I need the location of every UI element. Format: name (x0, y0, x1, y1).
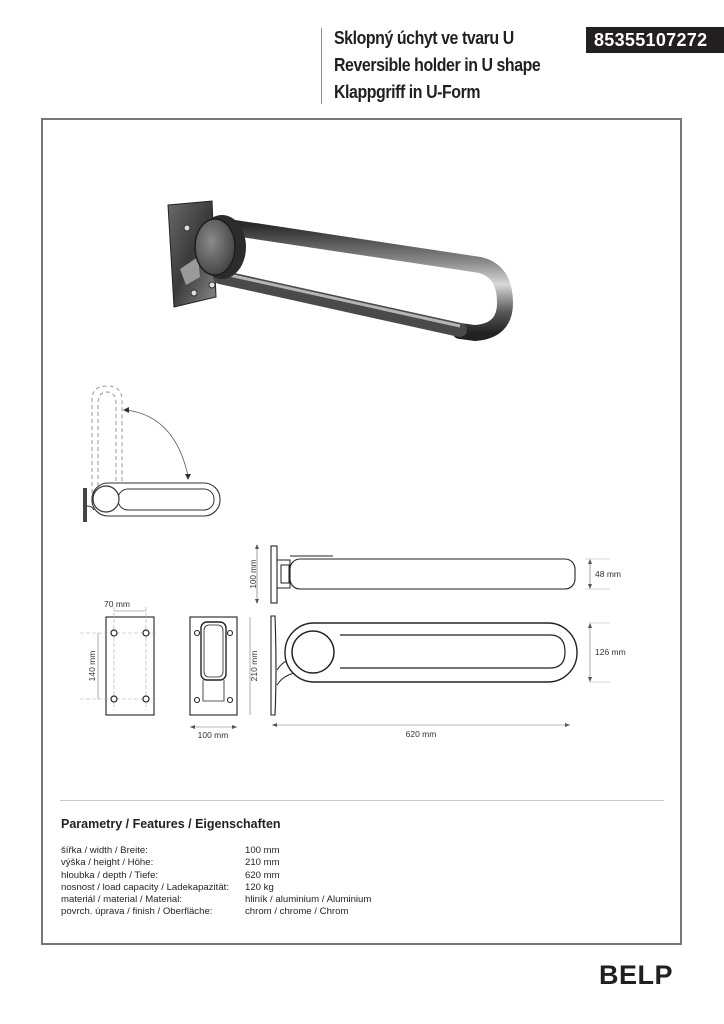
param-label: nosnost / load capacity / Ladekapazität: (61, 881, 229, 893)
param-label: šířka / width / Breite: (61, 845, 148, 856)
parameters-table: šířka / width / Breite: 100 mm výška / h… (61, 845, 371, 919)
front-plate-view: 210 mm 100 mm (189, 616, 259, 740)
param-value: 620 mm (245, 869, 280, 881)
title-divider-bar (321, 28, 322, 104)
param-value: hliník / aluminium / Aluminium (245, 894, 372, 906)
param-label: výška / height / Höhe: (61, 857, 154, 869)
parameters-divider (60, 800, 664, 801)
param-row-width: šířka / width / Breite: 100 mm (61, 845, 371, 857)
param-row-material: materiál / material / Material: hliník /… (61, 894, 371, 906)
param-label: hloubka / depth / Tiefe: (61, 869, 159, 881)
product-code-badge: 85355107272 (586, 27, 724, 53)
param-value: 100 mm (245, 845, 280, 856)
wall-plate-hole-pattern: 70 mm 140 mm (80, 599, 158, 716)
total-length-dim: 620 mm (406, 729, 437, 739)
param-label: povrch. úprava / finish / Oberfläche: (61, 906, 213, 918)
bar-height-dim: 126 mm (595, 647, 626, 657)
drawing-frame (41, 118, 682, 945)
parameters-heading: Parametry / Features / Eigenschaften (61, 817, 281, 831)
param-row-depth: hloubka / depth / Tiefe: 620 mm (61, 870, 371, 882)
param-value: chrom / chrome / Chrom (245, 906, 349, 918)
title-english: Reversible holder in U shape (334, 54, 541, 75)
rotation-diagram (83, 385, 221, 522)
top-view-height-dim: 100 mm (249, 559, 258, 588)
plate-width-dim: 100 mm (198, 730, 229, 740)
param-value: 210 mm (245, 857, 280, 869)
param-value: 120 kg (245, 881, 274, 893)
top-view-drawing: 100 mm 48 mm (249, 544, 621, 604)
title-czech: Sklopný úchyt ve tvaru U (334, 27, 514, 48)
param-row-finish: povrch. úprava / finish / Oberfläche: ch… (61, 906, 371, 918)
brand-logo: BELP (599, 960, 674, 990)
param-row-height: výška / height / Höhe: 210 mm (61, 857, 371, 869)
product-photo (167, 200, 514, 342)
param-row-load-capacity: nosnost / load capacity / Ladekapazität:… (61, 882, 371, 894)
hole-spacing-width-dim: 70 mm (104, 599, 130, 609)
top-view-depth-dim: 48 mm (595, 569, 621, 579)
param-label: materiál / material / Material: (61, 894, 183, 906)
side-view-drawing: 126 mm 620 mm (270, 615, 626, 739)
hole-spacing-height-dim: 140 mm (87, 651, 97, 682)
title-german: Klappgriff in U-Form (334, 81, 481, 102)
product-titles: Sklopný úchyt ve tvaru U Reversible hold… (334, 24, 574, 105)
plate-height-dim: 210 mm (249, 651, 259, 682)
